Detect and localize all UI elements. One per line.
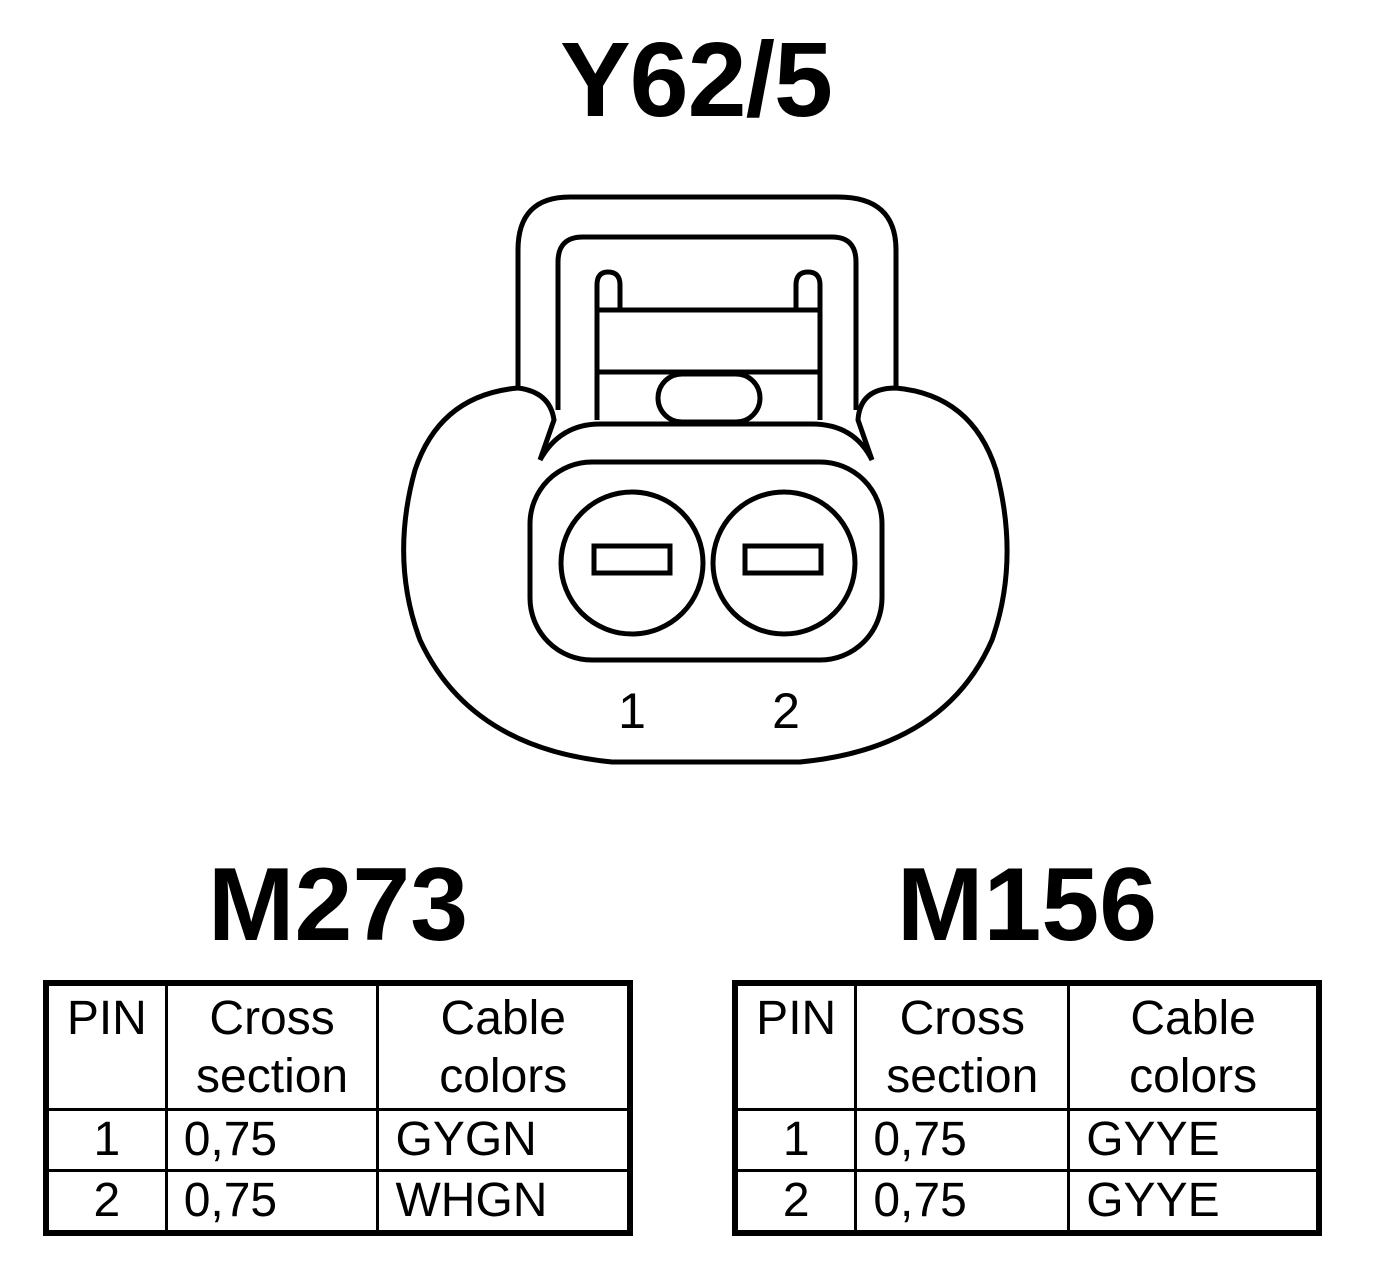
- cell-pin: 1: [44, 1108, 168, 1172]
- pin-2-contact: [742, 543, 824, 576]
- header-cross-line1: Cross: [209, 992, 335, 1045]
- header-pin: PIN: [733, 981, 858, 1111]
- header-cable-line2: colors: [1129, 1050, 1258, 1103]
- header-cable-line2: colors: [439, 1050, 568, 1103]
- table-row: 2 0,75 WHGN: [44, 1169, 632, 1235]
- pin-1-label: 1: [618, 683, 646, 739]
- latch-inner: [555, 234, 859, 410]
- latch-prong-right: [793, 269, 823, 420]
- connector-drawing: 1 2: [401, 194, 1010, 765]
- header-pin: PIN: [44, 981, 168, 1111]
- cell-cross-section: 0,75: [164, 1169, 380, 1235]
- cell-pin: 2: [44, 1169, 168, 1235]
- cell-cross-section: 0,75: [854, 1108, 1071, 1172]
- socket-cavity: [527, 459, 885, 663]
- header-cross-line1: Cross: [899, 992, 1025, 1045]
- model-title-m273: M273: [207, 847, 469, 963]
- pin-2-socket: [710, 489, 858, 637]
- table-row: 1 0,75 GYYE: [733, 1108, 1321, 1172]
- cell-cable-color: GYGN: [376, 1108, 632, 1172]
- release-tab: [655, 371, 763, 425]
- cell-pin: 2: [733, 1169, 858, 1235]
- header-cable-line1: Cable: [440, 992, 566, 1045]
- pin-1-contact: [591, 543, 673, 576]
- cell-cable-color: GYYE: [1067, 1169, 1321, 1235]
- pin-2-label: 2: [772, 683, 800, 739]
- table-row: 2 0,75 GYYE: [733, 1169, 1321, 1235]
- cell-pin: 1: [733, 1108, 858, 1172]
- table-row: 1 0,75 GYGN: [44, 1108, 632, 1172]
- pin-1-socket: [558, 489, 706, 637]
- diagram-title: Y62/5: [559, 21, 833, 139]
- header-cable-line1: Cable: [1130, 992, 1256, 1045]
- housing-body: [401, 385, 1010, 765]
- header-cross-line2: section: [886, 1050, 1039, 1103]
- cell-cross-section: 0,75: [164, 1108, 380, 1172]
- model-title-m156: M156: [896, 847, 1158, 963]
- cell-cable-color: WHGN: [376, 1169, 632, 1235]
- latch-prong-left: [594, 269, 623, 420]
- header-cross-line2: section: [196, 1050, 349, 1103]
- cell-cross-section: 0,75: [854, 1169, 1071, 1235]
- latch-outer: [515, 194, 899, 388]
- cell-cable-color: GYYE: [1067, 1108, 1321, 1172]
